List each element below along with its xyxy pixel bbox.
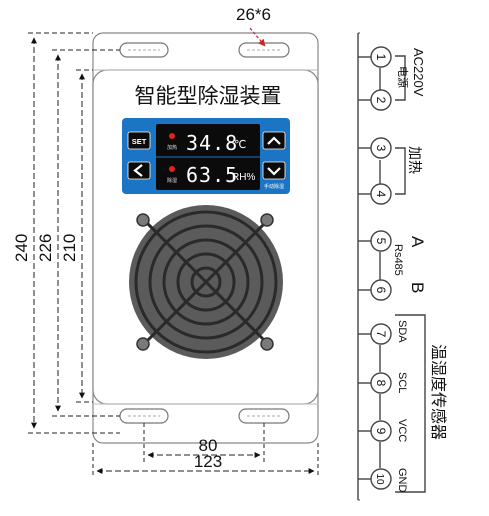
- terminal-pin-circle: [370, 230, 392, 252]
- gnd-label: GND: [396, 468, 408, 493]
- top-slot-leader: [249, 27, 266, 47]
- terminal-pin-circle: [370, 46, 392, 68]
- left-button[interactable]: [127, 161, 151, 180]
- temperature-unit: ℃: [234, 138, 246, 151]
- fan-grille: [129, 205, 283, 359]
- sensor-bracket: [395, 314, 426, 493]
- terminal-pin-circle: [370, 279, 392, 301]
- set-button-label: SET: [132, 137, 147, 146]
- sensor-label: 温湿度传感器: [429, 344, 447, 440]
- terminal-pin-circle: [370, 89, 392, 111]
- terminal-pin-circle: [370, 468, 392, 490]
- power-bracket: [395, 55, 406, 101]
- terminal-pin-circle: [370, 183, 392, 205]
- temperature-readout: 34.8: [186, 131, 238, 155]
- humidity-readout: 63.5: [186, 163, 238, 187]
- down-button[interactable]: [262, 161, 286, 180]
- terminal-pin-number: 6: [374, 287, 388, 294]
- terminal-pin-number: 3: [374, 145, 388, 152]
- dim-label-240: 240: [12, 234, 31, 262]
- dim-label-226: 226: [36, 234, 55, 262]
- top-slot-dimension: 26*6: [236, 5, 271, 24]
- humidity-unit: RH%: [232, 172, 255, 183]
- rs485-a-label: A: [408, 236, 427, 248]
- terminal-pin-number: 9: [374, 428, 388, 435]
- dim-label-80: 80: [199, 436, 218, 455]
- dim-label-210: 210: [60, 234, 79, 262]
- rs485-b-label: B: [408, 282, 427, 293]
- dehumidify-indicator-led: [169, 166, 175, 172]
- terminal-pin-number: 1: [374, 54, 388, 61]
- fan-screw-top-left: [136, 213, 150, 227]
- left-arrow-icon: [133, 164, 143, 177]
- terminal-pin-circle: [370, 137, 392, 159]
- power-sub-label: 电源: [396, 66, 410, 88]
- dehumidify-indicator-label: 除湿: [167, 177, 177, 184]
- manual-dehumidify-label: 手动除湿: [264, 183, 284, 190]
- heat-indicator-led: [169, 133, 175, 139]
- terminal-pin-circle: [370, 420, 392, 442]
- terminal-pin-number: 4: [374, 191, 388, 198]
- terminal-pin-number: 2: [374, 97, 388, 104]
- terminal-pin-circle: [370, 372, 392, 394]
- vcc-label: VCC: [396, 419, 408, 442]
- device-title: 智能型除湿装置: [135, 85, 282, 108]
- chevron-down-icon: [267, 167, 281, 176]
- terminal-pin-number: 7: [374, 331, 388, 338]
- terminal-pin-number: 5: [374, 238, 388, 245]
- power-label: AC220V: [411, 48, 426, 97]
- set-button[interactable]: [127, 131, 151, 150]
- fan-screw-bottom-left: [136, 337, 150, 351]
- terminal-pin-number: 10: [374, 473, 385, 485]
- terminal-pin-circle: [370, 323, 392, 345]
- scl-label: SCL: [396, 372, 408, 393]
- terminal-pins: 1 2 3 4 5 6 7 8 9 10: [358, 46, 392, 490]
- heat-label: 加热: [407, 146, 423, 174]
- fan-screw-bottom-right: [260, 337, 274, 351]
- terminal-pin-number: 8: [374, 380, 388, 387]
- fan-screw-top-right: [260, 213, 274, 227]
- dim-label-123: 123: [194, 452, 222, 471]
- sda-label: SDA: [396, 320, 408, 343]
- heat-indicator-label: 加热: [167, 144, 177, 151]
- up-button[interactable]: [262, 131, 286, 150]
- chevron-up-icon: [267, 136, 281, 145]
- heat-bracket: [395, 147, 406, 195]
- rs485-name-label: Rs485: [392, 244, 404, 276]
